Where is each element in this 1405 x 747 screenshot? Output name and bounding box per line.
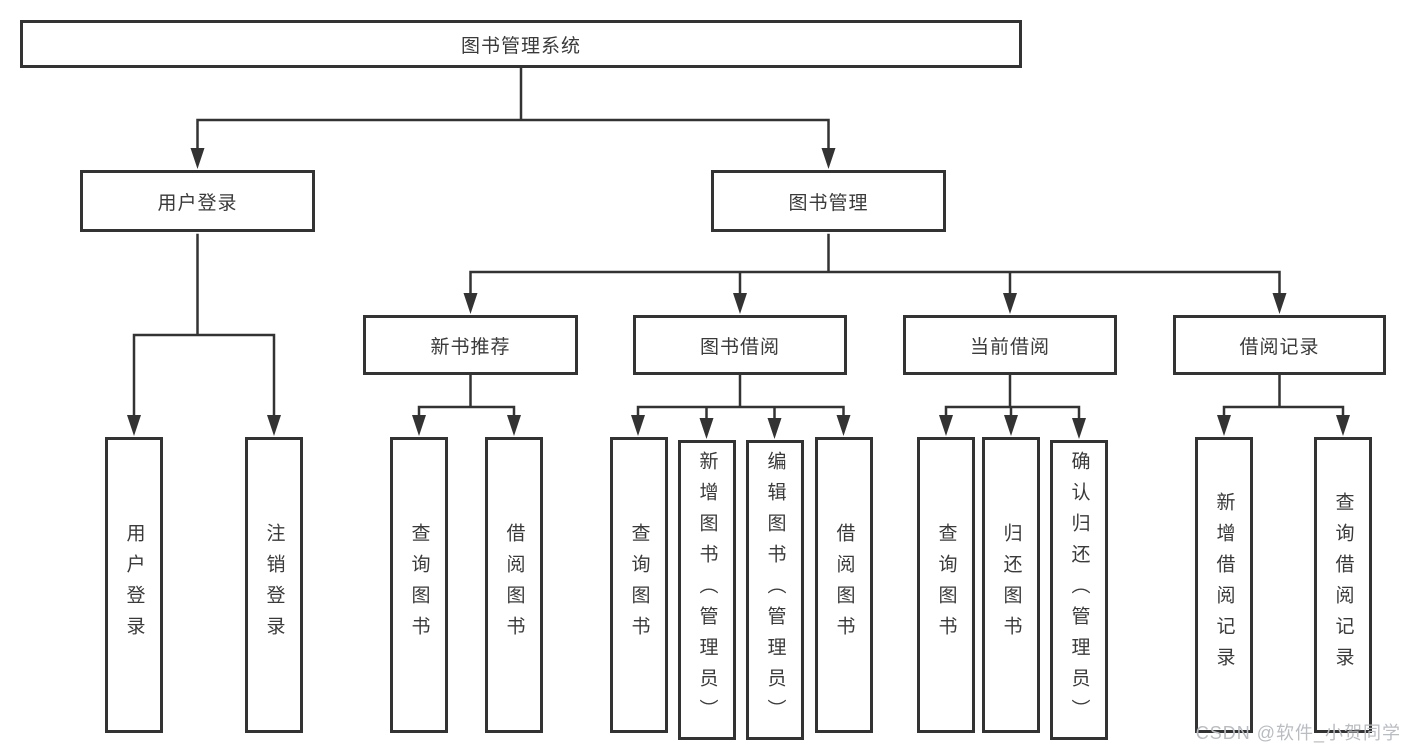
- node-label: 图书借阅: [699, 336, 780, 358]
- leaf-label: 借阅图书: [833, 523, 855, 647]
- leaf-logout: 注销登录: [245, 437, 303, 733]
- arrowheads: [127, 148, 1350, 439]
- node-label: 用户登录: [157, 192, 238, 214]
- leaf-query-books: 查询图书: [610, 437, 668, 733]
- connector-elbows: [132, 66, 1345, 422]
- csdn-watermark: CSDN @软件_小贺同学: [1195, 723, 1401, 743]
- node-book-borrowing: 图书借阅: [633, 315, 847, 375]
- leaf-query-books: 查询图书: [917, 437, 975, 733]
- leaf-edit-books-admin: 编辑图书（管理员）: [746, 440, 804, 740]
- leaf-borrow-books: 借阅图书: [815, 437, 873, 733]
- leaf-label: 编辑图书（管理员）: [764, 450, 786, 730]
- leaf-return-books: 归还图书: [982, 437, 1040, 733]
- leaf-label: 新增图书（管理员）: [696, 450, 718, 730]
- leaf-label: 注销登录: [263, 523, 285, 647]
- node-new-book-recommendation: 新书推荐: [363, 315, 578, 375]
- leaf-label: 新增借阅记录: [1213, 492, 1235, 678]
- node-borrowing-records: 借阅记录: [1173, 315, 1386, 375]
- leaf-query-borrow-record: 查询借阅记录: [1314, 437, 1372, 733]
- node-label: 图书管理系统: [460, 35, 581, 57]
- leaf-add-borrow-record: 新增借阅记录: [1195, 437, 1253, 733]
- leaf-confirm-return-admin: 确认归还（管理员）: [1050, 440, 1108, 740]
- node-label: 当前借阅: [969, 336, 1050, 358]
- leaf-label: 借阅图书: [503, 523, 525, 647]
- leaf-add-books-admin: 新增图书（管理员）: [678, 440, 736, 740]
- leaf-label: 确认归还（管理员）: [1068, 450, 1090, 730]
- node-label: 新书推荐: [430, 336, 511, 358]
- node-label: 图书管理: [788, 192, 869, 214]
- leaf-label: 查询图书: [408, 523, 430, 647]
- leaf-borrow-books: 借阅图书: [485, 437, 543, 733]
- node-book-management: 图书管理: [711, 170, 946, 232]
- leaf-label: 归还图书: [1000, 523, 1022, 647]
- leaf-label: 查询图书: [628, 523, 650, 647]
- leaf-label: 查询图书: [935, 523, 957, 647]
- node-user-login: 用户登录: [80, 170, 315, 232]
- leaf-user-login: 用户登录: [105, 437, 163, 733]
- node-current-borrowing: 当前借阅: [903, 315, 1117, 375]
- node-library-management-system: 图书管理系统: [20, 20, 1022, 68]
- leaf-label: 查询借阅记录: [1332, 492, 1354, 678]
- node-label: 借阅记录: [1239, 336, 1320, 358]
- leaf-query-books: 查询图书: [390, 437, 448, 733]
- leaf-label: 用户登录: [123, 523, 145, 647]
